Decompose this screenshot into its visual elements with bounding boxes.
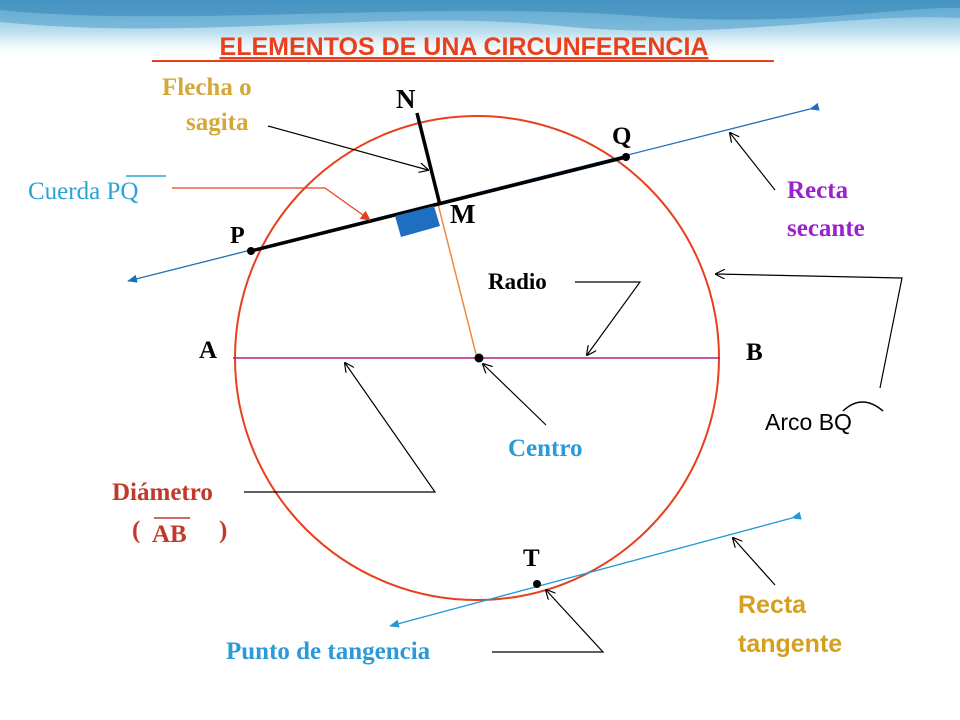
point-a-label: A — [199, 337, 217, 364]
diametro-paren-close: ) — [219, 517, 227, 544]
arco-pointer — [716, 274, 903, 389]
cuerda-prefix: Cuerda — [28, 178, 106, 205]
tangencia-pointer — [492, 590, 605, 653]
point-q-label: Q — [612, 123, 631, 150]
point-p-dot — [247, 247, 255, 255]
arco-bq: BQ — [819, 409, 852, 435]
point-q-dot — [622, 153, 630, 161]
flecha-label-line1: Flecha o — [162, 74, 252, 101]
diametro-paren-open: ( — [132, 517, 140, 544]
right-angle-marker — [395, 206, 440, 237]
tangent-line — [389, 511, 802, 628]
diametro-pointer — [244, 363, 437, 493]
cuerda-pq: PQ — [106, 178, 138, 205]
radio-label: Radio — [488, 269, 547, 294]
recta-tangente-line1: Recta — [738, 591, 807, 619]
point-b-label: B — [746, 339, 763, 366]
diametro-label: Diámetro — [112, 479, 213, 506]
arco-label: Arco BQ — [765, 409, 852, 435]
point-t-dot — [533, 580, 541, 588]
tangente-pointer — [733, 538, 776, 586]
secante-pointer — [730, 133, 776, 191]
point-m-label: M — [450, 199, 475, 229]
recta-tangente-line2: tangente — [738, 630, 842, 658]
point-p-label: P — [230, 223, 245, 249]
recta-secante-line2: secante — [787, 215, 865, 242]
point-n-label: N — [396, 84, 416, 114]
cuerda-pointer — [172, 187, 371, 221]
sagitta-line — [415, 112, 442, 206]
recta-secante-line1: Recta — [787, 177, 849, 204]
center-dot — [474, 353, 484, 363]
point-t-label: T — [523, 545, 540, 572]
centro-label: Centro — [508, 435, 583, 462]
centro-pointer — [483, 364, 547, 426]
punto-tangencia-label: Punto de tangencia — [226, 638, 431, 665]
radio-pointer — [575, 281, 642, 355]
cuerda-label: Cuerda PQ — [28, 178, 138, 205]
flecha-pointer — [267, 125, 428, 170]
arco-overarc — [842, 401, 884, 412]
flecha-label-line2: sagita — [186, 109, 249, 136]
arco-prefix: Arco — [765, 409, 819, 435]
diametro-ab: AB — [152, 521, 187, 548]
header-decoration — [0, 0, 960, 60]
page-title: ELEMENTOS DE UNA CIRCUNFERENCIA — [220, 33, 709, 61]
